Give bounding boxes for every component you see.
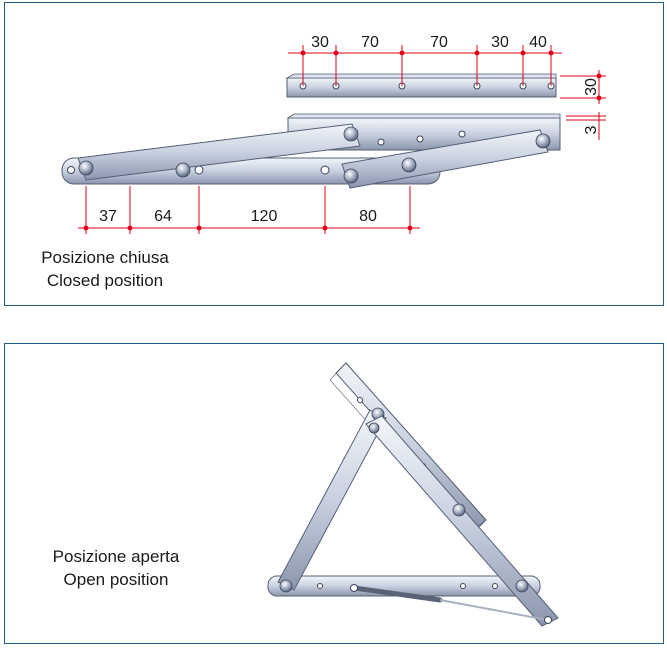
dim-bottom-1: 37 [99,208,117,225]
open-position-caption: Posizione aperta Open position [36,545,196,591]
caption-english: Open position [63,570,169,589]
dim-top-2: 70 [361,34,379,51]
open-long-arm [277,409,387,591]
closed-position-caption: Posizione chiusa Closed position [20,246,190,292]
dim-bottom-4: 80 [359,208,377,225]
top-dimension-line [288,45,606,140]
caption-english: Closed position [46,271,164,290]
dim-top-5: 40 [529,34,547,51]
dim-bottom-2: 64 [154,208,172,225]
dim-top-3: 70 [430,34,448,51]
dim-top-1: 30 [311,34,329,51]
dim-bracket-height: 30 [583,78,600,96]
gas-spring [350,584,552,624]
dim-bottom-3: 120 [251,208,278,225]
caption-italian: Posizione chiusa [41,248,169,267]
open-hinge [267,362,559,627]
dim-thickness: 3 [583,125,600,134]
open-short-arm [365,415,559,627]
bottom-dimension-line [78,186,420,234]
closed-hinge [61,73,561,189]
top-bracket [286,77,557,98]
dim-top-4: 30 [491,34,509,51]
caption-italian: Posizione aperta [52,547,180,566]
